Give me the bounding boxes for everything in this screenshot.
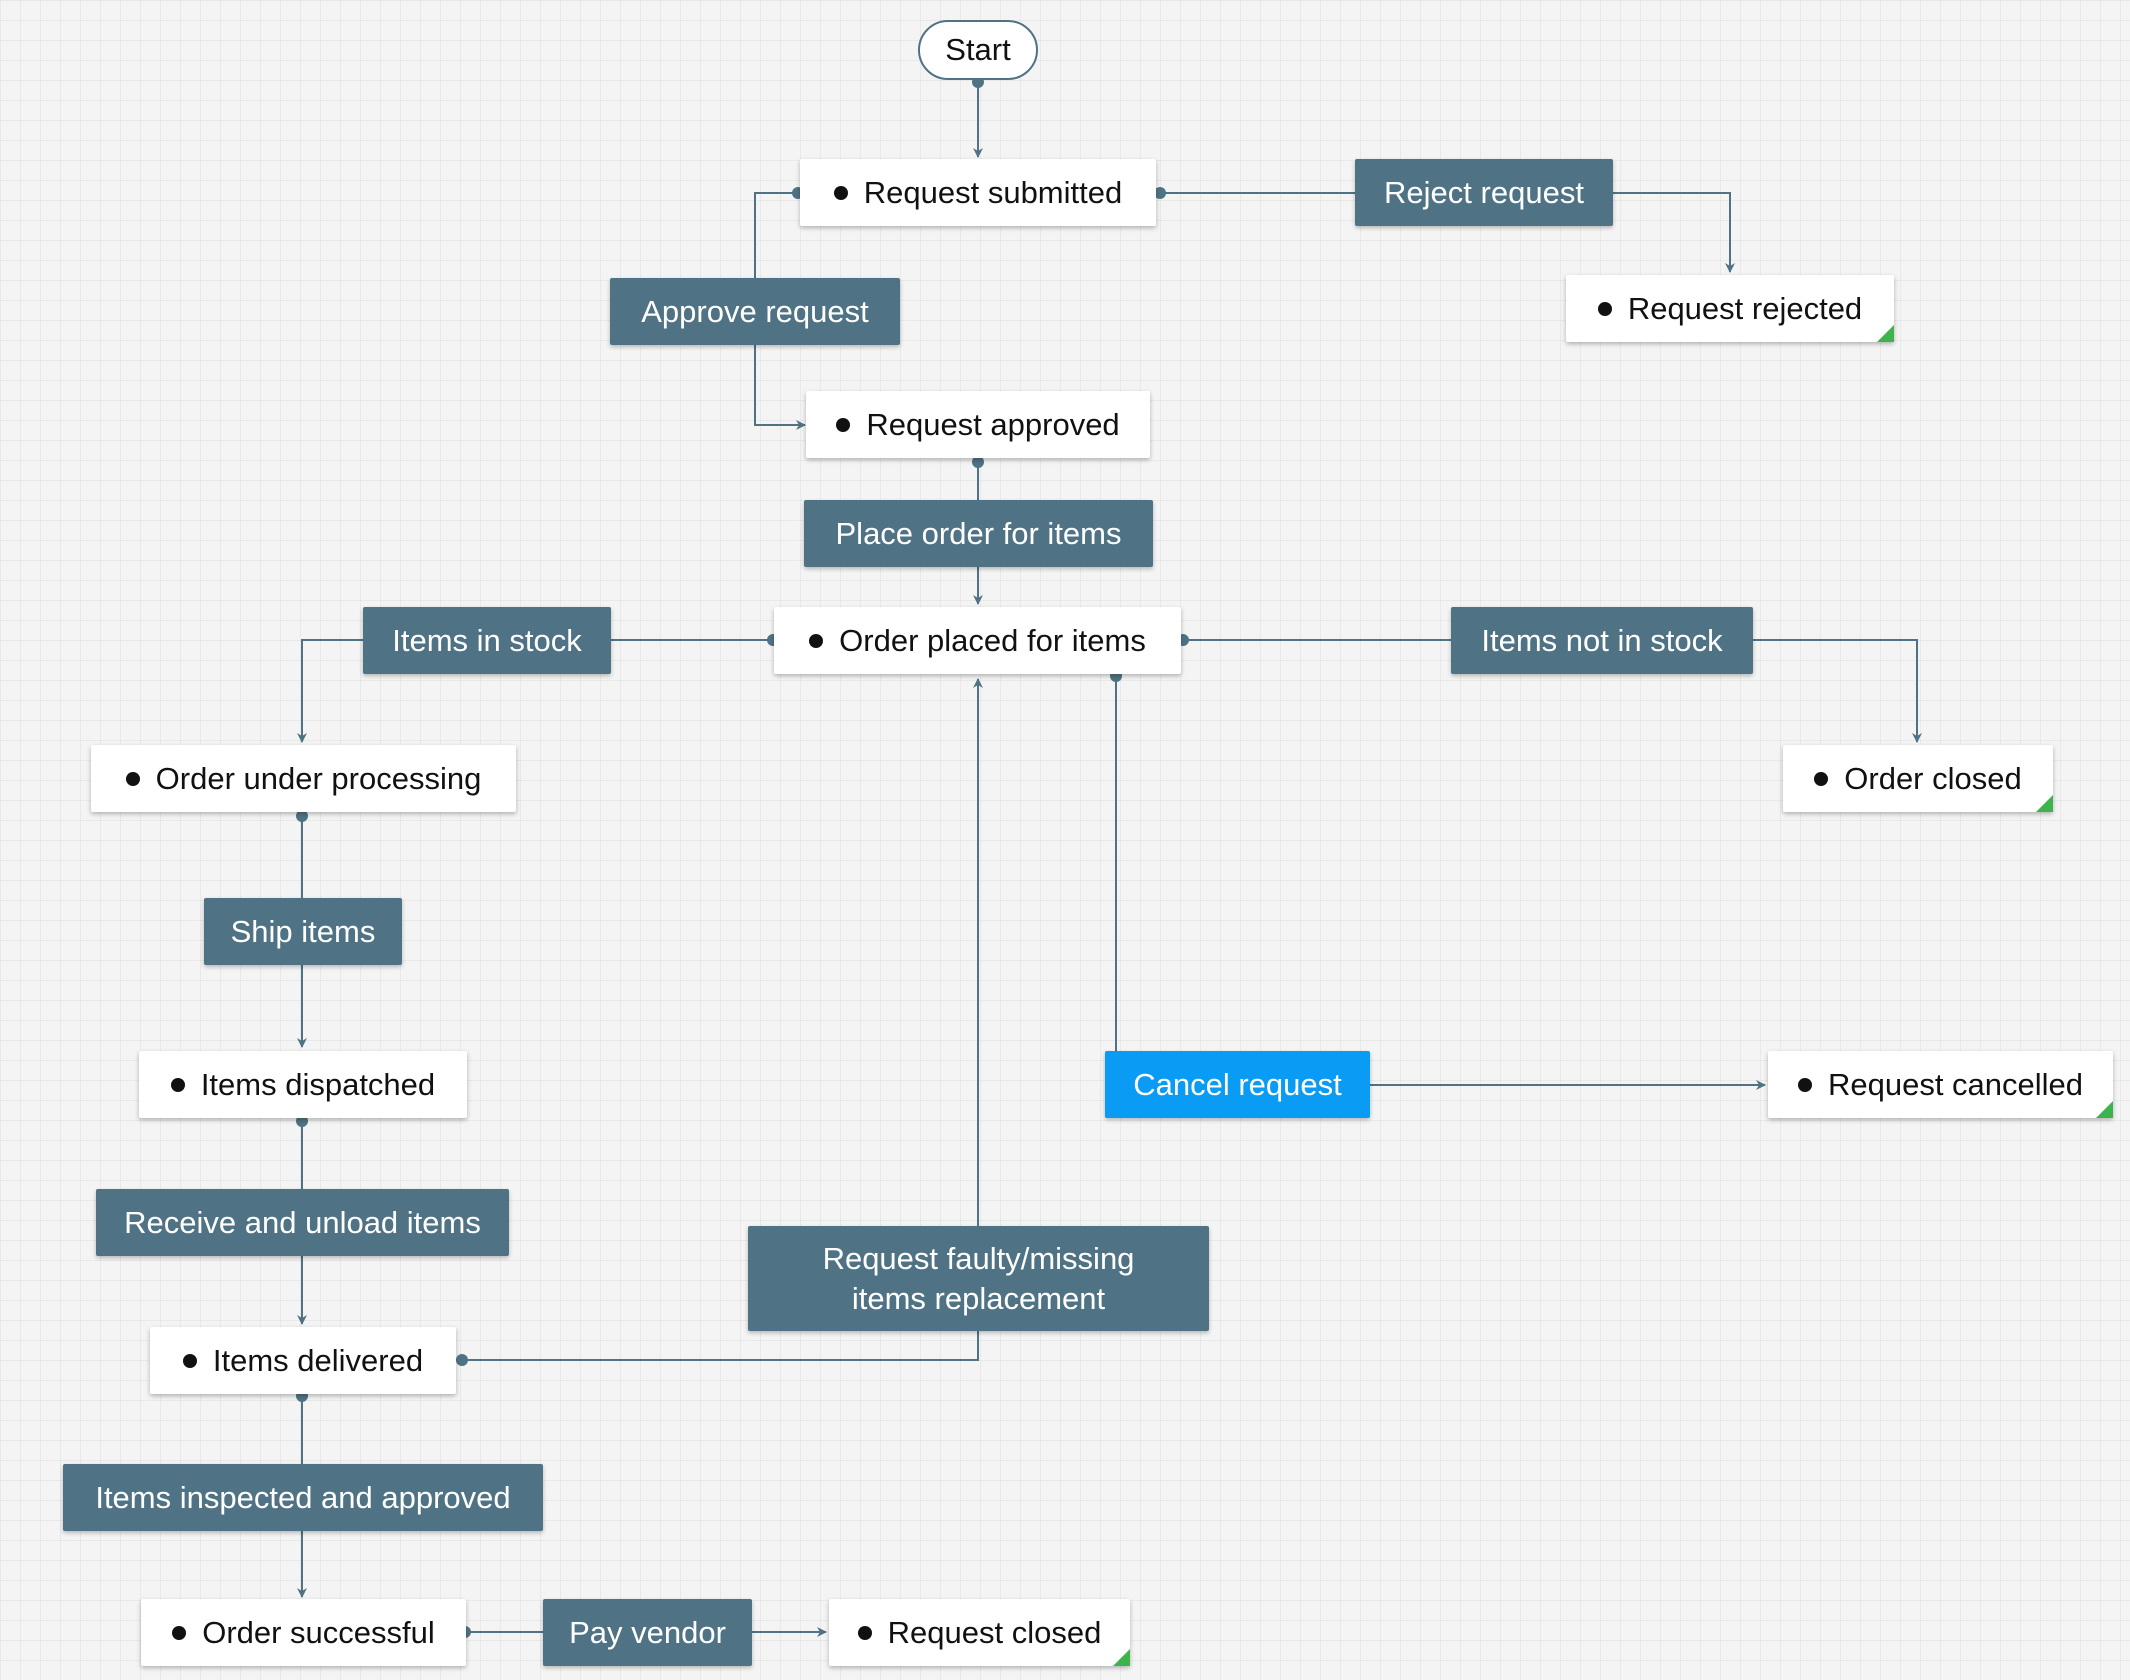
state-bullet-icon bbox=[170, 1077, 185, 1092]
state-order-successful[interactable]: Order successful bbox=[141, 1599, 466, 1666]
action-pay-vendor[interactable]: Pay vendor bbox=[543, 1599, 752, 1666]
state-bullet-icon bbox=[836, 417, 851, 432]
state-bullet-icon bbox=[857, 1625, 872, 1640]
state-order-placed[interactable]: Order placed for items bbox=[774, 607, 1181, 674]
state-bullet-icon bbox=[1597, 301, 1612, 316]
state-label: Request approved bbox=[866, 406, 1120, 442]
state-bullet-icon bbox=[182, 1353, 197, 1368]
state-label: Request rejected bbox=[1627, 290, 1863, 326]
state-request-submitted[interactable]: Request submitted bbox=[800, 159, 1156, 226]
state-label: Order closed bbox=[1844, 760, 2022, 796]
action-label: Reject request bbox=[1384, 174, 1584, 210]
action-ship-items[interactable]: Ship items bbox=[204, 898, 402, 965]
action-request-replacement[interactable]: Request faulty/missing items replacement bbox=[748, 1226, 1209, 1331]
port-processing-bottom bbox=[296, 810, 308, 822]
edge-placed-to-closed bbox=[1183, 639, 1922, 743]
action-approve-request[interactable]: Approve request bbox=[610, 278, 900, 345]
action-items-inspected[interactable]: Items inspected and approved bbox=[63, 1464, 543, 1531]
action-label: Items not in stock bbox=[1481, 622, 1723, 658]
start-node[interactable]: Start bbox=[918, 20, 1038, 80]
state-label: Request submitted bbox=[863, 174, 1123, 210]
state-label: Order successful bbox=[202, 1614, 435, 1650]
action-label: Place order for items bbox=[835, 515, 1122, 551]
action-label: Ship items bbox=[230, 913, 376, 949]
state-label: Items delivered bbox=[212, 1342, 424, 1378]
action-label: Items inspected and approved bbox=[95, 1479, 511, 1515]
action-label: Approve request bbox=[641, 293, 869, 329]
state-items-delivered[interactable]: Items delivered bbox=[150, 1327, 456, 1394]
edge-delivered-to-placed bbox=[462, 678, 983, 1361]
state-request-cancelled[interactable]: Request cancelled bbox=[1768, 1051, 2113, 1118]
state-label: Request cancelled bbox=[1827, 1066, 2084, 1102]
state-order-closed[interactable]: Order closed bbox=[1783, 745, 2053, 812]
port-delivered-right bbox=[456, 1354, 468, 1366]
edge-submitted-to-rejected bbox=[1160, 192, 1735, 273]
action-label: Cancel request bbox=[1133, 1066, 1342, 1102]
state-request-approved[interactable]: Request approved bbox=[806, 391, 1150, 458]
action-label: Request faulty/missing items replacement bbox=[822, 1240, 1135, 1316]
port-approved-bottom bbox=[972, 456, 984, 468]
port-dispatched-bottom bbox=[296, 1115, 308, 1127]
edge-placed-to-processing bbox=[297, 639, 773, 743]
state-request-rejected[interactable]: Request rejected bbox=[1566, 275, 1894, 342]
state-bullet-icon bbox=[125, 771, 140, 786]
action-label: Pay vendor bbox=[569, 1614, 726, 1650]
start-label: Start bbox=[945, 32, 1011, 67]
state-bullet-icon bbox=[1797, 1077, 1812, 1092]
state-bullet-icon bbox=[1814, 771, 1829, 786]
action-place-order[interactable]: Place order for items bbox=[804, 500, 1153, 567]
action-items-not-in-stock[interactable]: Items not in stock bbox=[1451, 607, 1753, 674]
state-items-dispatched[interactable]: Items dispatched bbox=[139, 1051, 467, 1118]
port-submitted-right bbox=[1154, 187, 1166, 199]
state-bullet-icon bbox=[833, 185, 848, 200]
action-receive-unload[interactable]: Receive and unload items bbox=[96, 1189, 509, 1256]
state-label: Order under processing bbox=[155, 760, 482, 796]
state-request-closed[interactable]: Request closed bbox=[829, 1599, 1130, 1666]
state-order-under-processing[interactable]: Order under processing bbox=[91, 745, 516, 812]
state-bullet-icon bbox=[809, 633, 824, 648]
state-label: Items dispatched bbox=[200, 1066, 436, 1102]
edge-placed-to-cancelled bbox=[1115, 676, 1766, 1090]
action-cancel-request[interactable]: Cancel request bbox=[1105, 1051, 1370, 1118]
action-reject-request[interactable]: Reject request bbox=[1355, 159, 1613, 226]
state-bullet-icon bbox=[172, 1625, 187, 1640]
state-label: Request closed bbox=[887, 1614, 1102, 1650]
action-label: Receive and unload items bbox=[124, 1204, 481, 1240]
state-label: Order placed for items bbox=[839, 622, 1146, 658]
action-label: Items in stock bbox=[392, 622, 582, 658]
action-items-in-stock[interactable]: Items in stock bbox=[363, 607, 611, 674]
